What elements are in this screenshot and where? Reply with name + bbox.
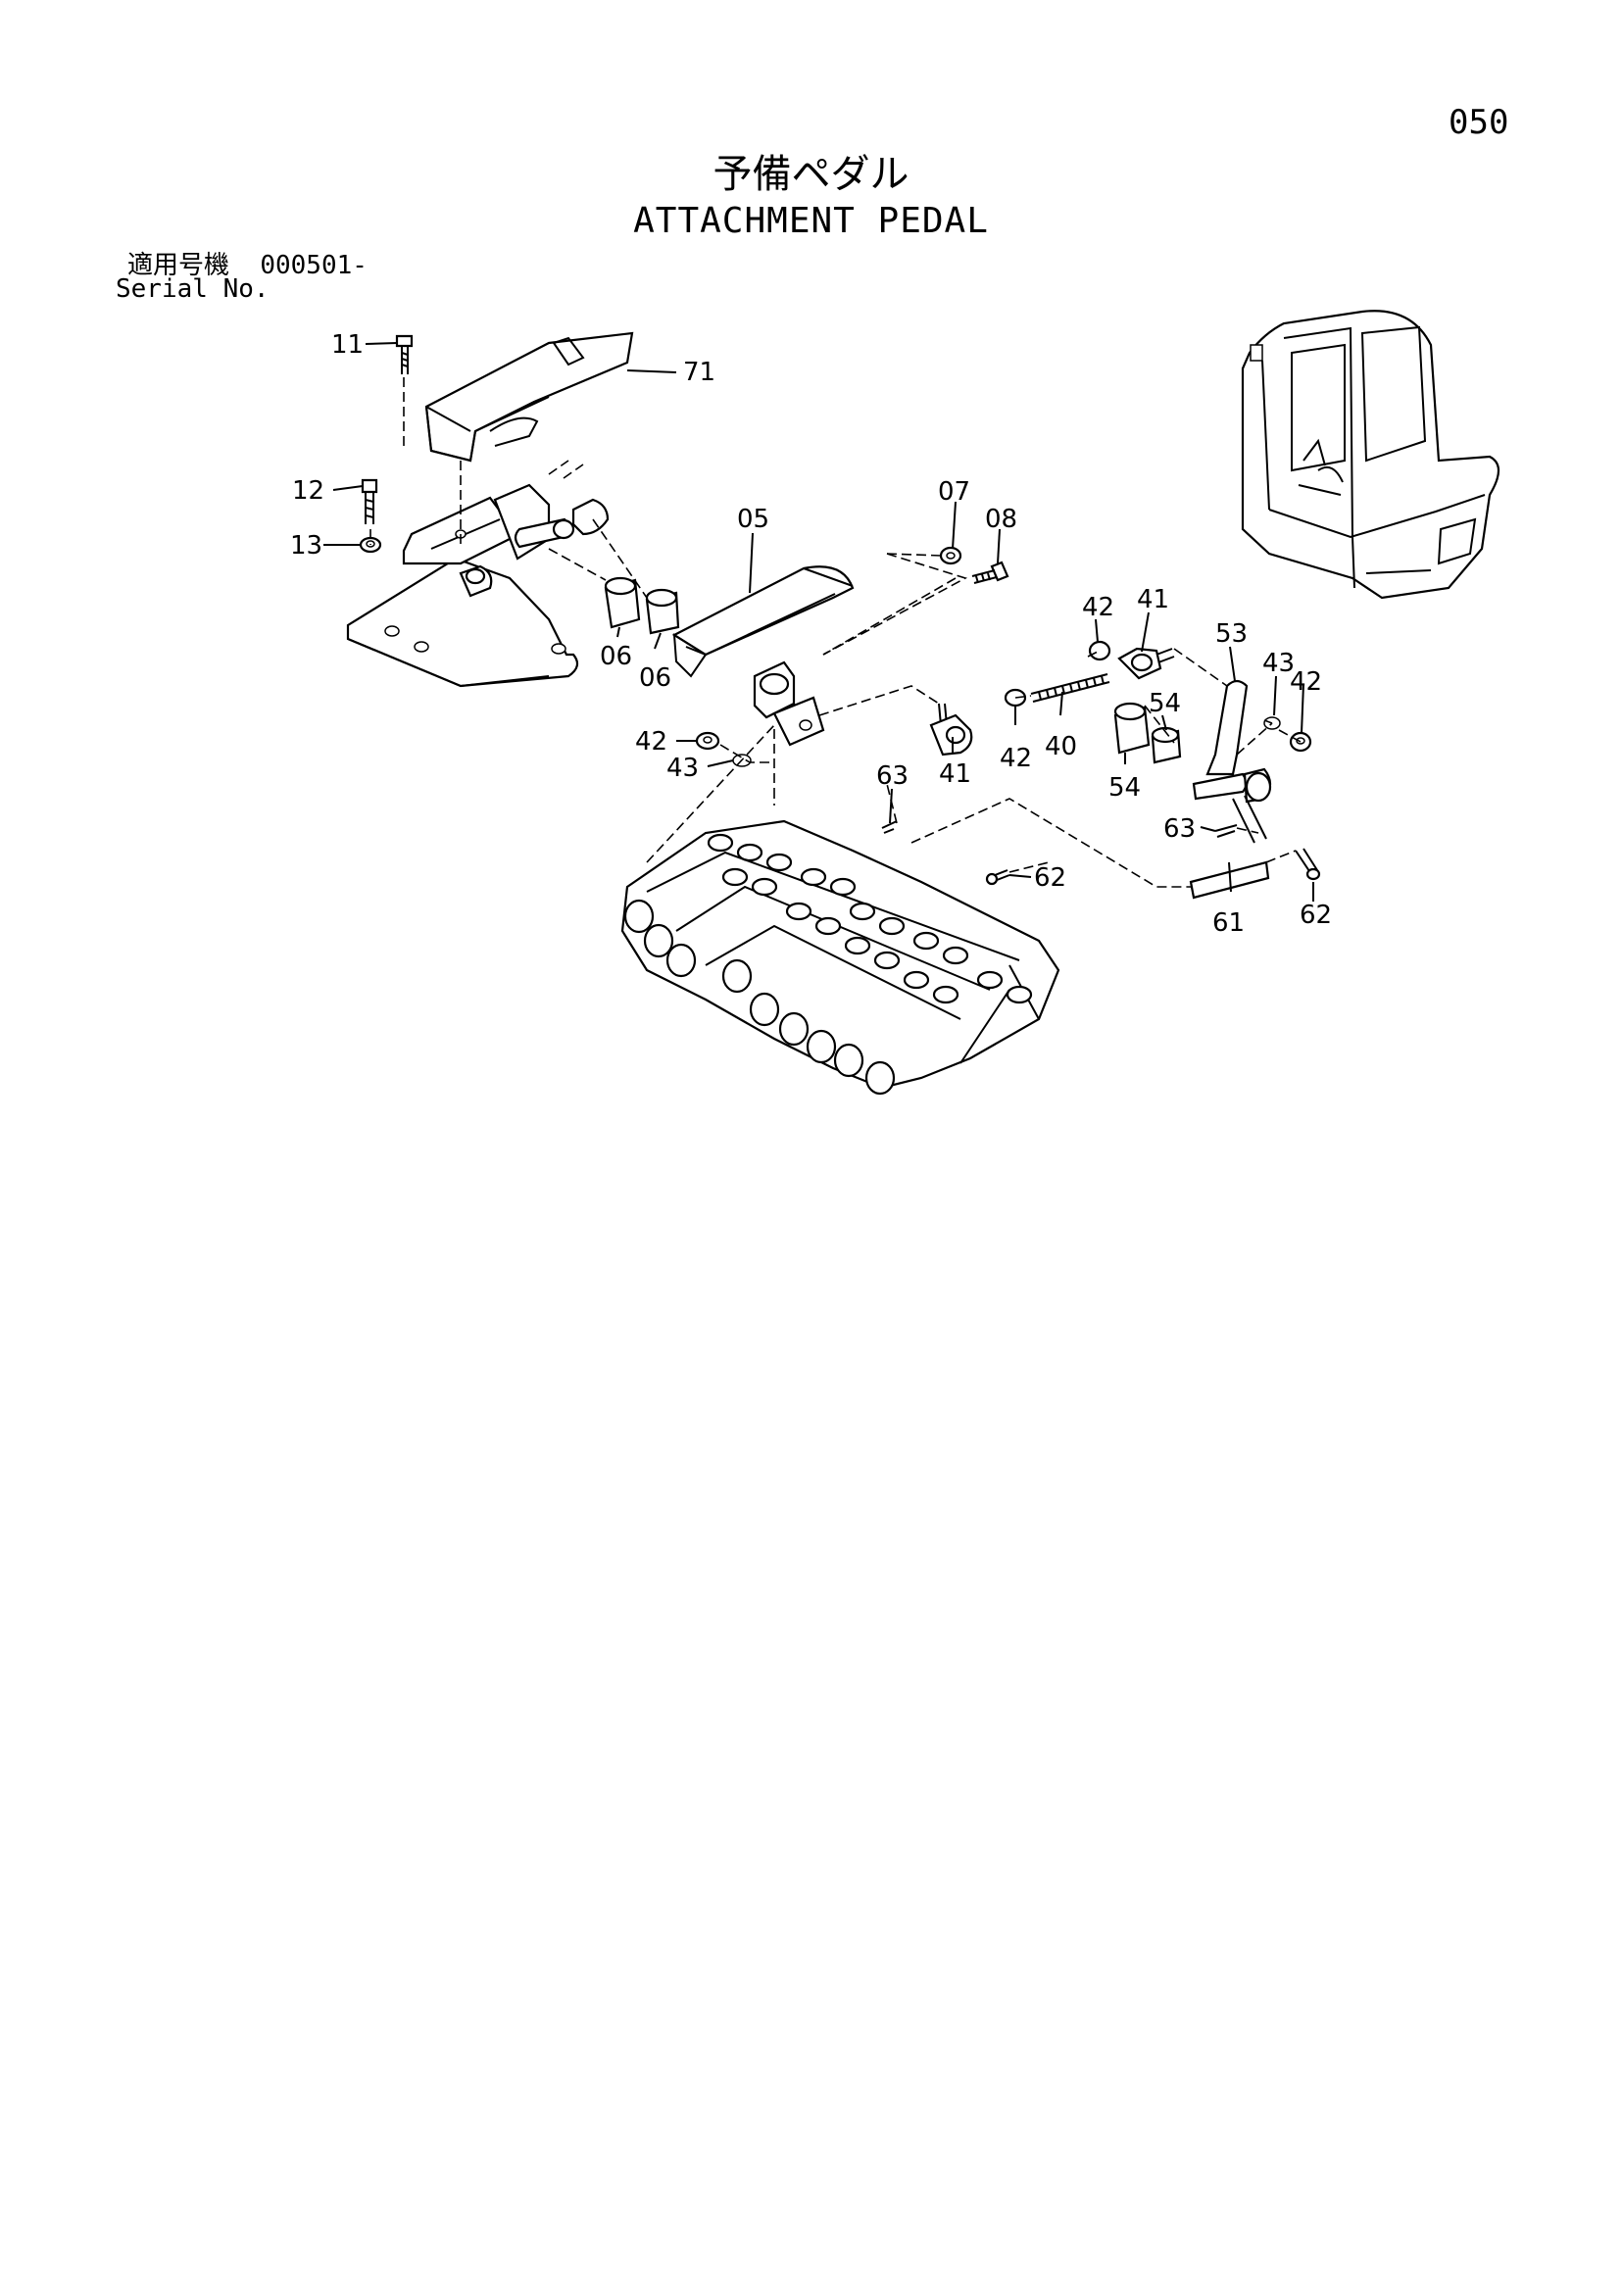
- callout-62-left: 62: [1034, 863, 1066, 893]
- pin-63-left: [881, 820, 898, 834]
- assembly-lines: [369, 377, 1302, 888]
- callout-05: 05: [737, 505, 769, 534]
- callout-42-right: 42: [1290, 667, 1322, 697]
- pin-63-right: [1214, 824, 1238, 838]
- bushing-54-a: [1113, 702, 1151, 755]
- callout-54-upper: 54: [1149, 689, 1181, 718]
- title-english: ATTACHMENT PEDAL: [633, 201, 989, 241]
- callout-63-left: 63: [876, 761, 909, 791]
- serial-label-en: Serial No.: [116, 274, 270, 304]
- callout-07: 07: [938, 477, 970, 507]
- washer-07: [939, 546, 962, 565]
- bushing-06-b: [645, 588, 680, 635]
- callout-11: 11: [331, 330, 364, 360]
- callout-13: 13: [290, 531, 322, 561]
- callout-12: 12: [292, 476, 324, 506]
- page-number: 050: [1449, 103, 1509, 142]
- bolt-08: [971, 561, 1009, 584]
- ball-joint-41-lower: [929, 703, 973, 757]
- callout-41-lower: 41: [939, 759, 971, 789]
- callout-53: 53: [1215, 619, 1248, 649]
- callout-labels: 11 71 12 13 05 07 08 06 06 42 41 53 43 4…: [290, 330, 1332, 938]
- callout-71: 71: [683, 358, 715, 387]
- callout-06-b: 06: [639, 663, 671, 693]
- callout-61: 61: [1212, 908, 1245, 938]
- callout-40: 40: [1045, 732, 1077, 761]
- pedal-05: [671, 565, 855, 747]
- bushing-06-a: [604, 576, 641, 629]
- rod-40: [1030, 673, 1110, 703]
- serial-value: 000501-: [260, 251, 368, 280]
- bushing-54-b: [1151, 726, 1182, 764]
- callout-63-right: 63: [1163, 814, 1196, 844]
- valve-caps: [707, 833, 1033, 1004]
- control-valve-assembly: [620, 819, 1060, 1096]
- bolt-11: [395, 334, 414, 374]
- callout-41-upper: 41: [1137, 585, 1169, 614]
- pedal-cover: [424, 331, 634, 463]
- ball-joint-41-upper: [1117, 647, 1175, 680]
- callout-43-right: 43: [1262, 649, 1295, 678]
- callout-54-lower: 54: [1108, 773, 1141, 803]
- nut-42-upper: [1088, 640, 1111, 661]
- bolt-12: [361, 478, 378, 524]
- pin-62-right: [1295, 848, 1321, 881]
- serial-label-jp: 適用号機 000501-: [127, 253, 368, 278]
- nut-42-right: [1289, 731, 1312, 753]
- callout-42-upper: 42: [1082, 593, 1114, 622]
- callout-06-a: 06: [600, 642, 632, 671]
- leader-lines: [323, 342, 1314, 902]
- serial-label-jp-text: 適用号機: [127, 251, 230, 280]
- callout-62-right: 62: [1300, 901, 1332, 930]
- valve-spools: [623, 899, 896, 1096]
- title-japanese: 予備ペダル: [713, 152, 909, 197]
- pin-62-left: [985, 869, 1010, 886]
- nut-42-left: [695, 731, 720, 751]
- callout-08: 08: [985, 505, 1017, 534]
- callout-43-left: 43: [666, 754, 699, 783]
- lever-53: [1192, 679, 1272, 844]
- callout-42-rod: 42: [1000, 744, 1032, 773]
- excavator-cab-thumbnail: [1241, 310, 1500, 600]
- mounting-bracket: [346, 483, 610, 688]
- callout-42-left: 42: [635, 727, 667, 757]
